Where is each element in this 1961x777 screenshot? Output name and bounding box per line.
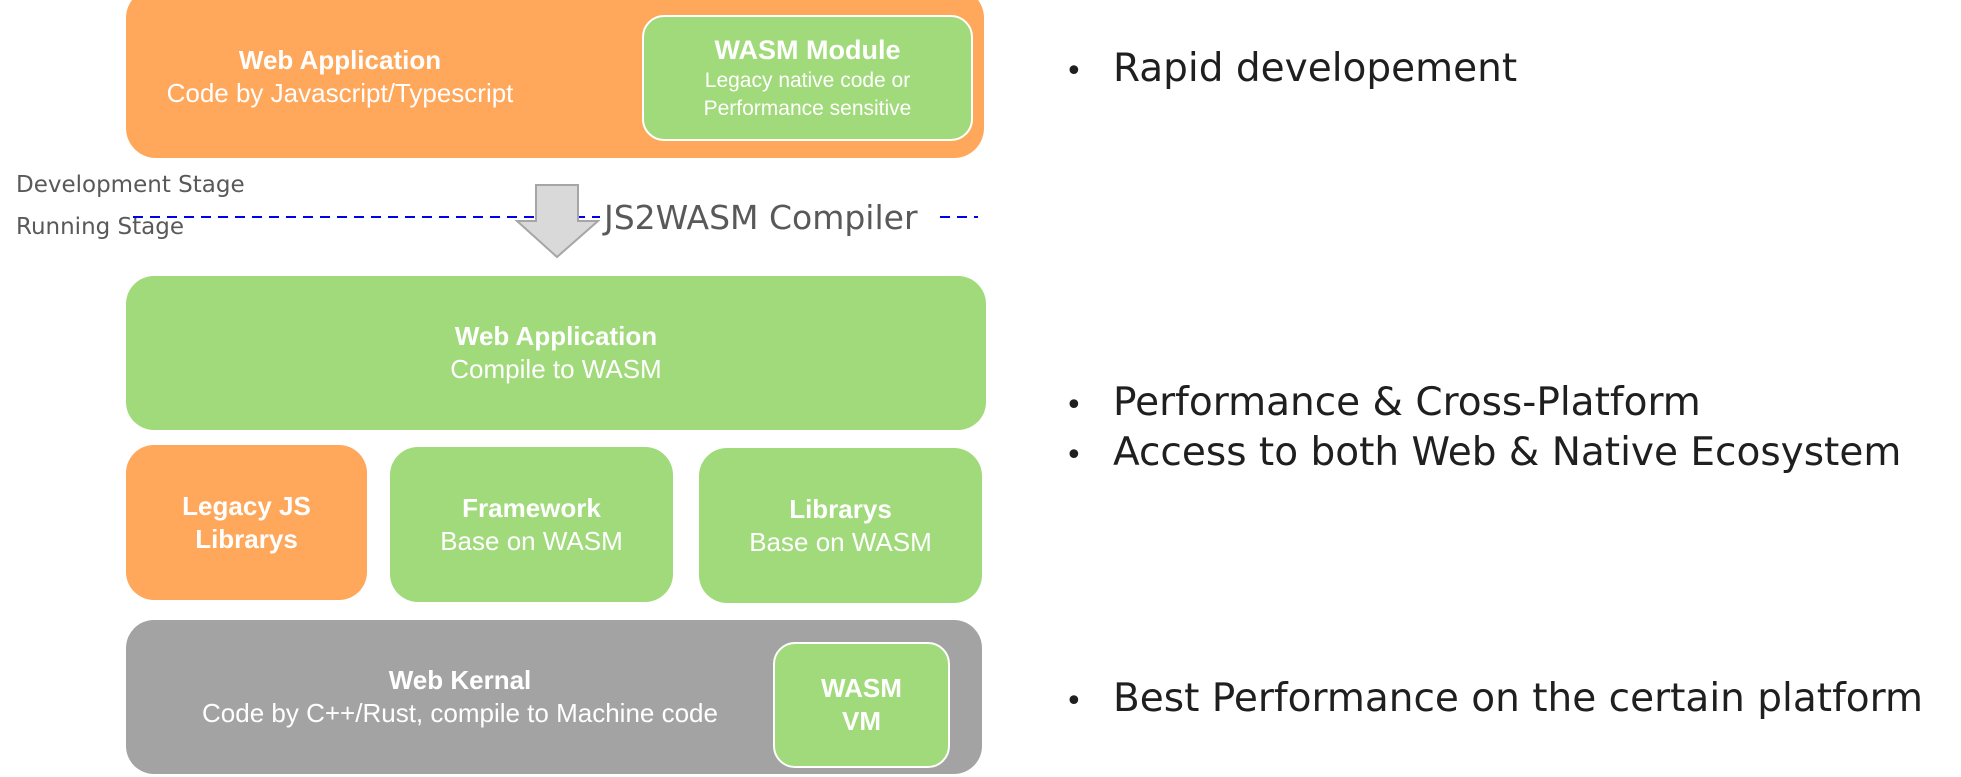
wasm-vm-block: WASM VM (773, 642, 950, 768)
web-kernel-text: Web Kernal Code by C++/Rust, compile to … (150, 664, 770, 730)
bullet-text: Access to both Web & Native Ecosystem (1113, 430, 1902, 475)
bullet-access-ecosystem: • Access to both Web & Native Ecosystem (1062, 428, 1901, 481)
legacy-js-librarys-block: Legacy JS Librarys (126, 445, 367, 600)
compile-down-arrow-icon (514, 184, 601, 259)
web-application-wasm-block: Web Application Compile to WASM (126, 276, 986, 430)
development-stage-label: Development Stage (16, 172, 245, 198)
web-application-js-subtitle: Code by Javascript/Typescript (166, 78, 514, 108)
web-application-wasm-subtitle: Compile to WASM (450, 354, 662, 384)
librarys-subtitle: Base on WASM (749, 526, 932, 557)
bullet-text: Performance & Cross-Platform (1113, 380, 1701, 425)
framework-wasm-block: Framework Base on WASM (390, 447, 673, 602)
wasm-module-title: WASM Module (714, 35, 901, 65)
legacy-js-librarys-line2: Librarys (195, 523, 298, 554)
web-application-js-title: Web Application (238, 45, 442, 75)
web-application-js-text: Web Application Code by Javascript/Types… (126, 44, 554, 110)
legacy-js-librarys-line1: Legacy JS (182, 490, 311, 521)
bullet-dot-icon: • (1065, 54, 1083, 89)
librarys-title: Librarys (789, 493, 892, 524)
wasm-module-line1: Legacy native code or (704, 69, 911, 92)
web-kernel-title: Web Kernal (388, 665, 532, 695)
bullet-best-performance: • Best Performance on the certain platfo… (1062, 674, 1923, 727)
bullet-performance-cross-platform: • Performance & Cross-Platform (1062, 378, 1701, 431)
wasm-vm-line1: WASM (821, 673, 902, 703)
web-kernel-subtitle: Code by C++/Rust, compile to Machine cod… (202, 698, 718, 728)
wasm-module-line2: Performance sensitive (703, 97, 912, 120)
stage-separator-and-arrow (133, 184, 978, 259)
librarys-wasm-block: Librarys Base on WASM (699, 448, 982, 603)
bullet-text: Best Performance on the certain platform (1113, 676, 1923, 721)
framework-subtitle: Base on WASM (440, 525, 623, 556)
running-stage-label: Running Stage (16, 214, 185, 240)
framework-title: Framework (462, 492, 601, 523)
js2wasm-compiler-label: JS2WASM Compiler (604, 198, 918, 237)
bullet-dot-icon: • (1065, 388, 1083, 423)
wasm-module-block: WASM Module Legacy native code or Perfor… (642, 15, 973, 141)
bullet-rapid-development: • Rapid developement (1062, 44, 1517, 97)
bullet-text: Rapid developement (1113, 46, 1518, 91)
web-application-wasm-title: Web Application (454, 321, 658, 351)
wasm-vm-line2: VM (842, 706, 881, 736)
bullet-dot-icon: • (1065, 438, 1083, 473)
bullet-dot-icon: • (1065, 684, 1083, 719)
